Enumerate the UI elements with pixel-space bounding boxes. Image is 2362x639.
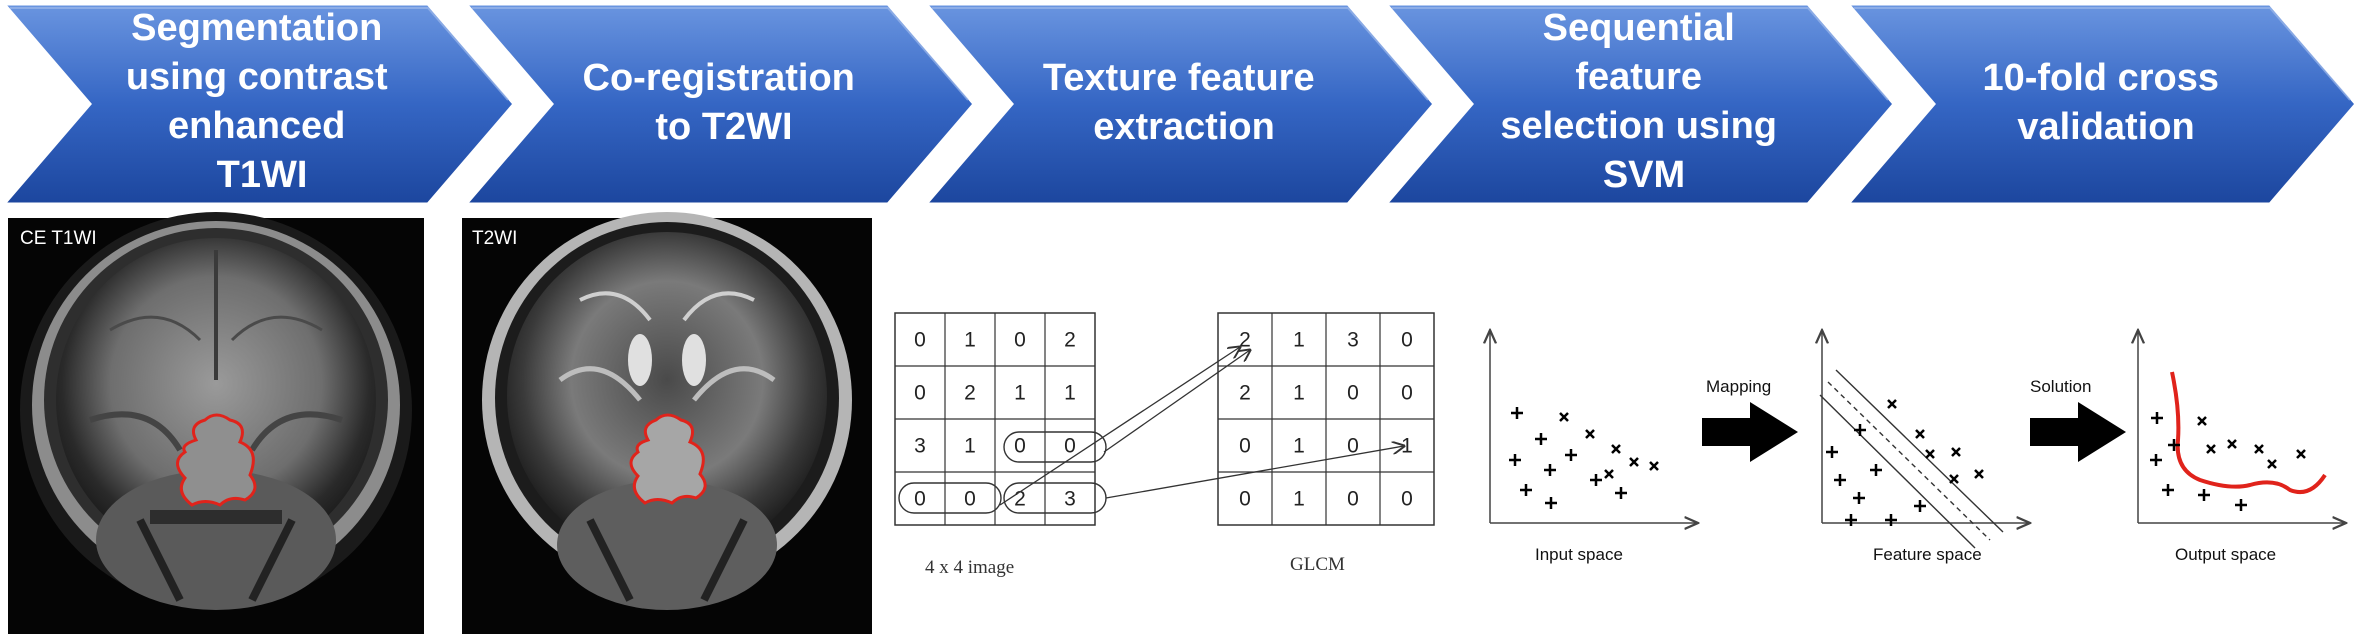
step-chevron-4: Sequential feature selection using SVM (1382, 2, 1896, 206)
feature-space-label: Feature space (1873, 545, 1982, 564)
matrix_grid-cell: 0 (1347, 488, 1359, 511)
mri-t2-label: T2WI (472, 228, 517, 249)
image_grid-cell: 3 (1064, 488, 1076, 511)
matrix_grid-cell: 1 (1293, 435, 1305, 458)
matrix_grid-cell: 0 (1401, 488, 1413, 511)
matrix_grid-cell: 0 (1401, 382, 1413, 405)
step-4-text: Sequential feature selection using SVM (1500, 7, 1787, 196)
image_grid-cell: 3 (914, 435, 926, 458)
image_grid-cell: 1 (1064, 382, 1076, 405)
image-grid: 0 1 0 2 0 2 1 1 3 1 0 0 0 0 2 3 (894, 312, 1107, 526)
step-5-text: 10-fold cross validation (1982, 57, 2229, 148)
tumor-outline-t2 (629, 413, 707, 505)
output-cross-points (2197, 416, 2306, 469)
matrix_grid-cell: 0 (1347, 382, 1359, 405)
matrix_grid-cell: 1 (1293, 329, 1305, 352)
step-1-text: Segmentation using contrast enhanced T1W… (126, 7, 398, 196)
mapping-label: Mapping (1706, 377, 1771, 396)
glcm-caption: GLCM (1290, 554, 1345, 575)
image_grid-cell: 0 (1064, 435, 1076, 458)
mri-t1-label: CE T1WI (20, 228, 97, 249)
input-space-label: Input space (1535, 545, 1623, 564)
output-plus-points (2150, 412, 2247, 511)
glcm-connector-arrows (999, 347, 1404, 506)
image_grid-cell: 2 (1064, 329, 1076, 352)
matrix_grid-cell: 1 (1401, 435, 1413, 458)
image_grid-cell: 0 (964, 488, 976, 511)
matrix_grid-cell: 1 (1293, 382, 1305, 405)
output-space-plot: Output space (2138, 330, 2346, 564)
image_grid-cell: 0 (1014, 329, 1026, 352)
image_grid-cell: 2 (1014, 488, 1026, 511)
glcm-matrix: 2 1 3 0 2 1 0 0 0 1 0 1 0 1 0 0 (1217, 312, 1435, 526)
image_grid-cell: 2 (964, 382, 976, 405)
image_grid-cell: 0 (914, 382, 926, 405)
pair-highlight-1 (1003, 431, 1107, 463)
tumor-outline-t1 (176, 413, 257, 507)
decision-boundary (2170, 371, 2327, 495)
step-2-text: Co-registration to T2WI (583, 57, 866, 148)
matrix_grid-cell: 1 (1293, 488, 1305, 511)
matrix_grid-cell: 0 (1401, 329, 1413, 352)
matrix_grid-cell: 0 (1239, 435, 1251, 458)
image-grid-caption: 4 x 4 image (925, 557, 1014, 578)
plus-points (1509, 407, 1627, 509)
image_grid-cell: 1 (964, 329, 976, 352)
mri-t1-image: CE T1WI (8, 212, 424, 634)
pair-highlight-2 (898, 482, 1002, 514)
solution-label: Solution (2030, 377, 2091, 396)
step-3-text: Texture feature extraction (1043, 57, 1325, 148)
image_grid-cell: 1 (1014, 382, 1026, 405)
image_grid-cell: 1 (964, 435, 976, 458)
image_grid-cell: 0 (914, 488, 926, 511)
matrix_grid-cell: 0 (1239, 488, 1251, 511)
solution-arrow: Solution (2030, 377, 2126, 462)
step-chevron-1: Segmentation using contrast enhanced T1W… (0, 2, 516, 206)
cross-points (1559, 412, 1659, 479)
input-space-plot: Input space (1490, 330, 1698, 564)
matrix_grid-cell: 2 (1239, 329, 1251, 352)
feature-plus-points (1826, 424, 1926, 526)
mri-t2-image: T2WI (462, 212, 872, 634)
output-space-label: Output space (2175, 545, 2276, 564)
matrix_grid-cell: 3 (1347, 329, 1359, 352)
mapping-arrow: Mapping (1702, 377, 1798, 462)
matrix_grid-cell: 0 (1347, 435, 1359, 458)
step-chevron-5: 10-fold cross validation (1844, 2, 2358, 206)
feature-space-plot: Feature space (1820, 330, 2030, 564)
matrix_grid-cell: 2 (1239, 382, 1251, 405)
step-chevron-2: Co-registration to T2WI (462, 2, 976, 206)
step-chevron-3: Texture feature extraction (922, 2, 1436, 206)
image_grid-cell: 0 (914, 329, 926, 352)
feature-cross-points (1887, 399, 1984, 484)
image_grid-cell: 0 (1014, 435, 1026, 458)
